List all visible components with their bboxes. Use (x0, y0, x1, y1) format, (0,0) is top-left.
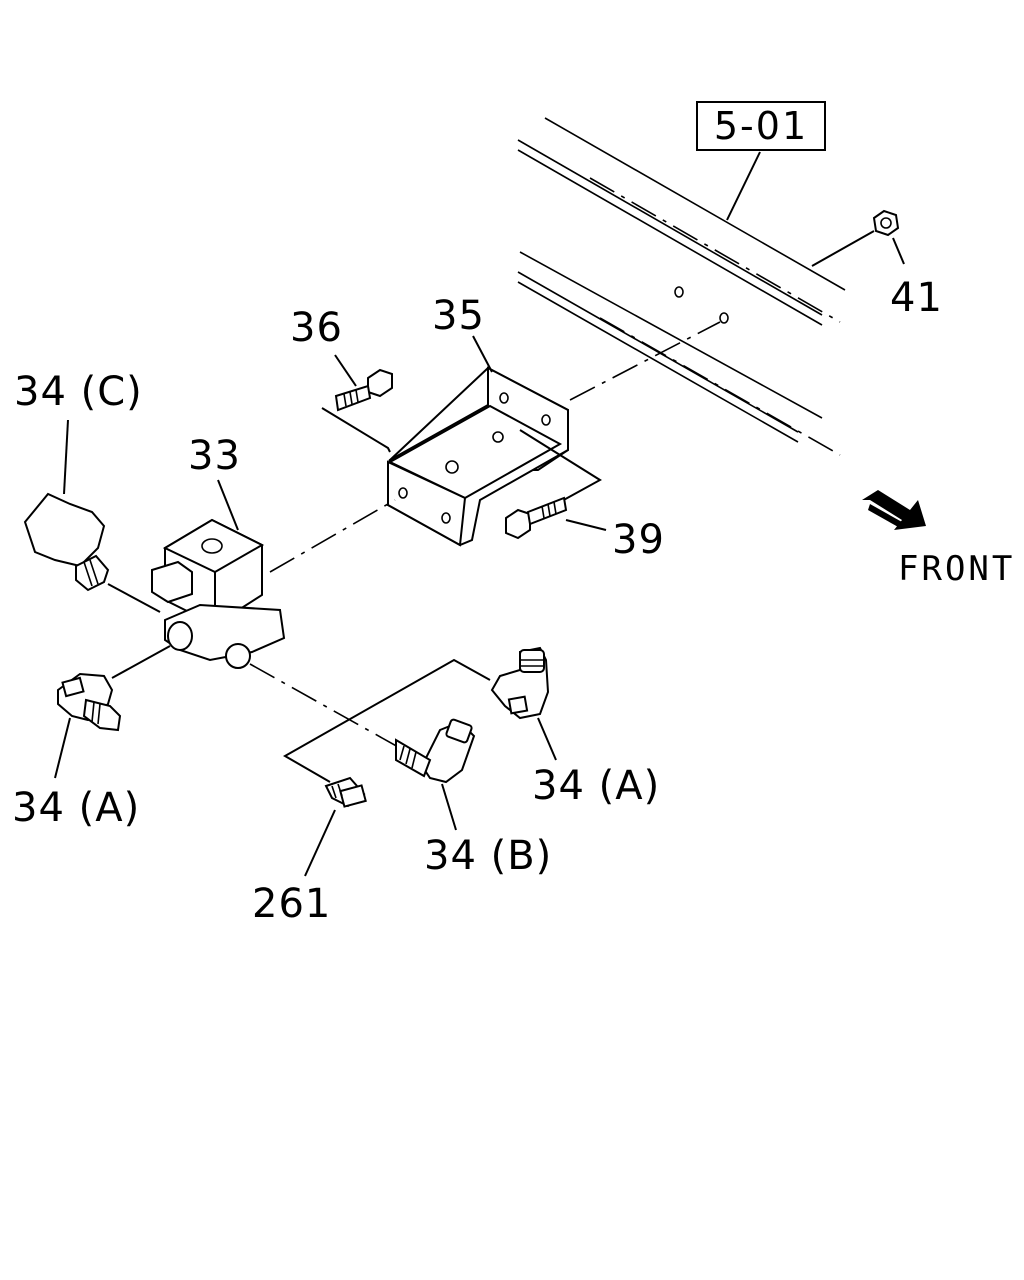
valve-to-bracket-line (269, 499, 396, 573)
callout-34c: 34 (C) (14, 369, 143, 415)
callout-34a-left: 34 (A) (12, 785, 141, 831)
solenoid-valve-33 (151, 479, 286, 669)
callout-36: 36 (290, 305, 343, 351)
callout-39: 39 (612, 517, 665, 563)
fitting-34b (395, 718, 476, 831)
bolt-36-leader (321, 407, 391, 453)
fitting-34a-right (490, 646, 557, 761)
fitting-34a-left (54, 645, 171, 779)
fitting-34c (23, 419, 161, 613)
bracket-to-rail-line (569, 321, 721, 401)
bolt-39-leader (519, 429, 602, 503)
fitting-bracket-leader (282, 658, 491, 783)
callout-34a-right: 34 (A) (532, 763, 661, 809)
callout-35: 35 (432, 293, 485, 339)
bolt-36 (334, 354, 393, 412)
reference-box-5-01[interactable]: 5-01 (696, 101, 826, 151)
plug-261 (304, 776, 367, 877)
bracket-35 (386, 335, 569, 547)
frame-rail (517, 117, 846, 456)
valve-to-34b-line (249, 663, 401, 749)
bolt-39 (505, 496, 607, 540)
reference-leader (726, 151, 761, 221)
front-label: FRONT (898, 549, 1016, 589)
callout-261: 261 (252, 881, 332, 927)
nut-41 (811, 209, 905, 267)
callout-34b: 34 (B) (424, 833, 553, 879)
callout-33: 33 (188, 433, 241, 479)
callout-41: 41 (890, 275, 943, 321)
front-direction-arrow-icon (862, 490, 926, 530)
